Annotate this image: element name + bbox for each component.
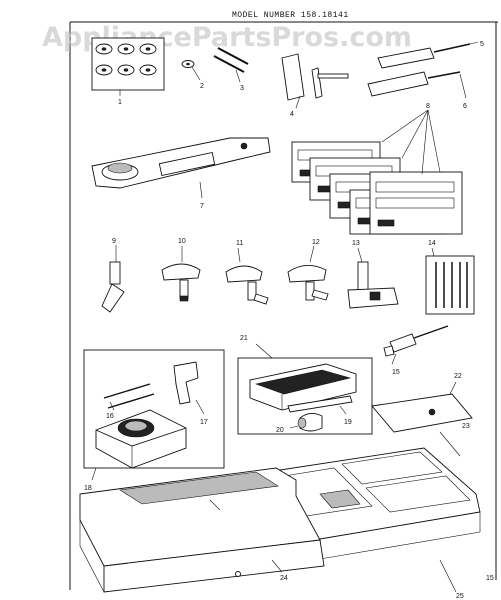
callout-17: 17 bbox=[200, 419, 208, 426]
callout-18: 18 bbox=[84, 485, 92, 492]
group-16-17-18 bbox=[83, 349, 225, 481]
part-1-bobbins bbox=[91, 37, 165, 96]
leader-25 bbox=[439, 559, 457, 593]
callout-13: 13 bbox=[352, 240, 360, 247]
callout-11: 11 bbox=[236, 240, 243, 247]
callout-15-bottom: 15 bbox=[486, 575, 494, 582]
callout-15: 15 bbox=[392, 369, 400, 376]
callout-19: 19 bbox=[344, 419, 352, 426]
part-4-book-and-tool bbox=[281, 53, 349, 109]
callout-21: 21 bbox=[240, 335, 248, 342]
callout-6: 6 bbox=[463, 103, 467, 110]
callout-3: 3 bbox=[240, 85, 244, 92]
group-19-20-21 bbox=[237, 343, 373, 435]
model-number-title: MODEL NUMBER 158.18141 bbox=[232, 11, 349, 20]
part-9-presser-foot bbox=[101, 245, 125, 313]
callout-4: 4 bbox=[290, 111, 294, 118]
callout-23: 23 bbox=[462, 423, 470, 430]
part-6-screwdriver bbox=[367, 71, 467, 99]
part-15-screwdriver bbox=[383, 325, 449, 365]
callout-7: 7 bbox=[200, 203, 204, 210]
callout-22: 22 bbox=[454, 373, 462, 380]
callout-14: 14 bbox=[428, 240, 436, 247]
part-14-needle-pack bbox=[425, 247, 475, 315]
part-24-case bbox=[79, 467, 325, 593]
part-10-presser-foot bbox=[161, 246, 201, 302]
part-5-screwdriver bbox=[377, 41, 479, 69]
callout-20: 20 bbox=[276, 427, 284, 434]
part-23-accessory-tray bbox=[253, 431, 481, 561]
part-11-presser-foot bbox=[225, 247, 269, 305]
callout-16: 16 bbox=[106, 413, 114, 420]
callout-5: 5 bbox=[480, 41, 484, 48]
part-22-cover-plate bbox=[371, 381, 473, 433]
callout-25: 25 bbox=[456, 593, 464, 600]
callout-1: 1 bbox=[118, 99, 122, 106]
part-2-washer bbox=[181, 60, 201, 81]
callout-12: 12 bbox=[312, 239, 320, 246]
callout-8: 8 bbox=[426, 103, 430, 110]
part-12-presser-foot bbox=[287, 245, 329, 301]
part-13-zipper-foot bbox=[347, 247, 399, 309]
part-8-cams bbox=[291, 109, 463, 235]
callout-9: 9 bbox=[112, 238, 116, 245]
callout-2: 2 bbox=[200, 83, 204, 90]
part-7-buttonhole-attachment bbox=[91, 137, 271, 199]
callout-24: 24 bbox=[280, 575, 288, 582]
part-3-spool-pins bbox=[213, 47, 249, 83]
callout-10: 10 bbox=[178, 238, 186, 245]
